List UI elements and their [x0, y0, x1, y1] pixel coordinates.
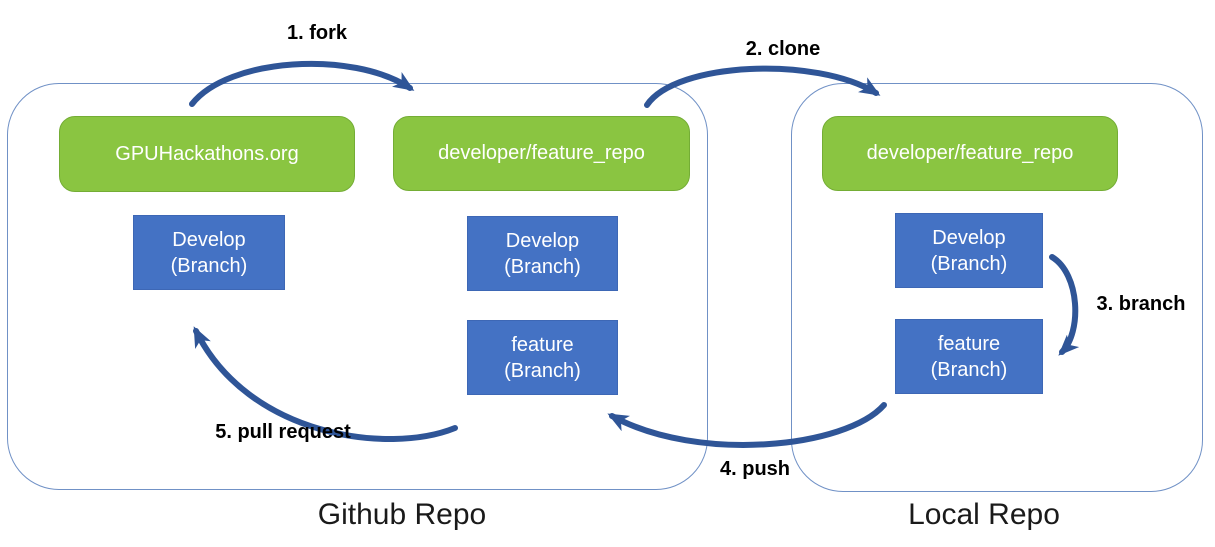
local-develop-branch-box: Develop (Branch) [895, 213, 1043, 288]
step-label-push: 4. push [719, 458, 790, 480]
branch-name: Develop [932, 226, 1006, 249]
branch-type: (Branch) [170, 254, 248, 277]
local-repo-container [791, 83, 1203, 492]
step-label-pull-request: 5. pull request [215, 421, 351, 443]
cloned-repo-box: developer/feature_repo [822, 116, 1118, 191]
github-repo-caption: Github Repo [317, 498, 487, 531]
step-label-fork: 1. fork [286, 22, 348, 44]
branch-type: (Branch) [504, 255, 581, 278]
upstream-repo-box: GPUHackathons.org [59, 116, 355, 192]
branch-type: (Branch) [504, 359, 581, 382]
branch-type: (Branch) [930, 252, 1008, 275]
local-feature-branch-box: feature (Branch) [895, 319, 1043, 394]
step-label-branch: 3. branch [1096, 293, 1186, 315]
upstream-develop-branch-box: Develop (Branch) [133, 215, 285, 290]
branch-name: Develop [505, 229, 580, 252]
cloned-repo-label: developer/feature_repo [866, 142, 1074, 164]
forked-repo-box: developer/feature_repo [393, 116, 690, 191]
upstream-repo-label: GPUHackathons.org [115, 142, 299, 165]
branch-type: (Branch) [930, 358, 1008, 381]
fork-feature-branch-box: feature (Branch) [467, 320, 618, 395]
branch-name: feature [511, 333, 574, 356]
forked-repo-label: developer/feature_repo [438, 142, 645, 164]
branch-name: Develop [172, 228, 246, 251]
fork-develop-branch-box: Develop (Branch) [467, 216, 618, 291]
branch-name: feature [937, 332, 1001, 355]
local-repo-caption: Local Repo [908, 498, 1060, 531]
step-label-clone: 2. clone [745, 38, 821, 60]
